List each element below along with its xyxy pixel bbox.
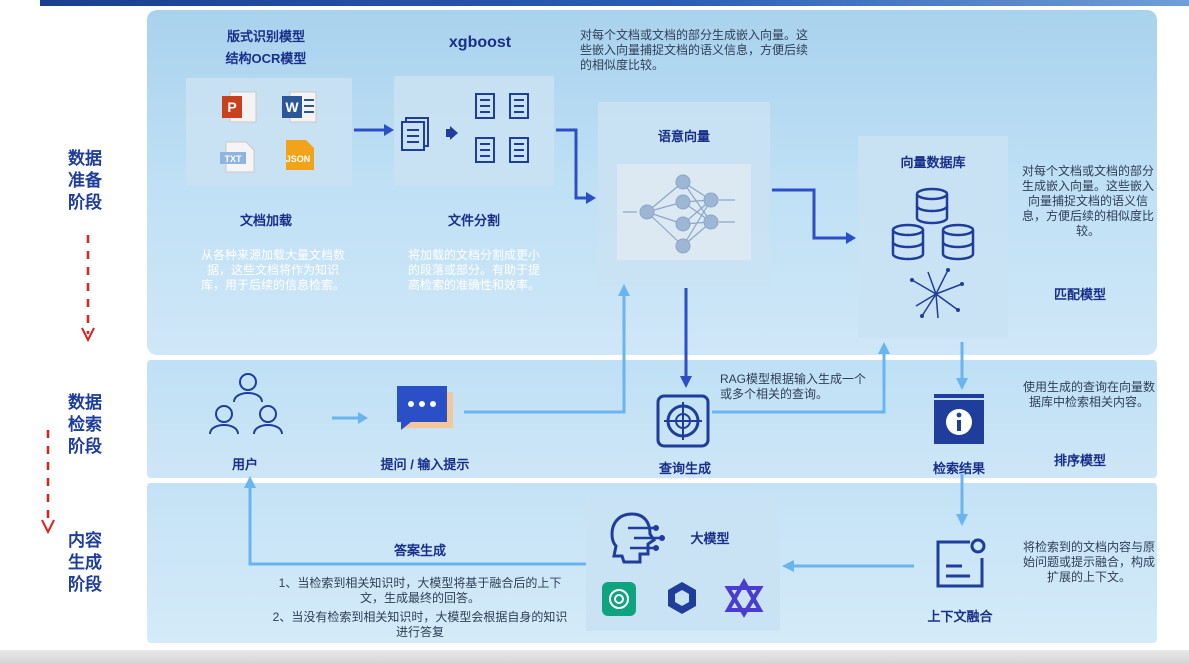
- query-generate-icon: [656, 394, 710, 448]
- ai-head-icon: [610, 512, 665, 564]
- arrow-user-to-prompt: [332, 412, 368, 424]
- doc-loading-title: 文档加载: [239, 213, 292, 228]
- ppt-file-icon: P: [222, 91, 257, 123]
- stage-retrieve-line1: 数据: [68, 393, 102, 412]
- file-split-desc: 将加载的文档分割成更小的段落或部分。有助于提高检索的准确性和效率。: [407, 248, 540, 292]
- word-icon-letter: W: [285, 99, 299, 115]
- users-icon: [209, 373, 283, 435]
- stage-label-retrieve: 数据 检索 阶段: [68, 392, 102, 458]
- chat-prompt-icon: [397, 386, 453, 430]
- top-accent-bar: [40, 0, 1189, 6]
- fusion-note: 将检索到的文档内容与原始问题或提示融合，构成扩展的上下文。: [1022, 540, 1155, 584]
- answer-note-1: 1、当检索到相关知识时，大模型将基于融合后的上下文，生成最终的回答。: [278, 576, 562, 605]
- doc-loading-card: [186, 78, 352, 186]
- stage-prep-line2: 准备: [68, 171, 102, 190]
- vector-db-title: 向量数据库: [900, 155, 966, 170]
- arrow-split-to-vector: [556, 128, 596, 204]
- doc-loading-desc: 从各种来源加载大量文档数据，这些文档将作为知识库，用于后续的信息检索。: [200, 248, 345, 292]
- file-split-title: 文件分割: [447, 213, 500, 228]
- bottom-bar: [0, 650, 1189, 663]
- word-file-icon: W: [282, 91, 317, 123]
- stage-generate-line2: 生成: [68, 553, 102, 572]
- arrow-query-to-db: [712, 342, 890, 414]
- query-note: RAG模型根据输入生成一个或多个相关的查询。: [720, 372, 867, 401]
- stage-prep-line3: 阶段: [68, 193, 102, 212]
- vector-db-card: [858, 136, 1008, 338]
- json-icon-label: JSON: [286, 154, 311, 164]
- query-generate-label: 查询生成: [658, 461, 711, 476]
- arrow-results-to-fusion: [956, 474, 968, 526]
- txt-icon-label: TXT: [225, 154, 243, 164]
- ppt-icon-letter: P: [227, 99, 236, 115]
- stage-generate-line1: 内容: [68, 531, 102, 550]
- vector-top-note: 对每个文档或文档的部分生成嵌入向量。这些嵌入向量捕捉文档的语义信息，方便后续的相…: [580, 28, 809, 72]
- user-label: 用户: [231, 457, 258, 472]
- stage-prep-line1: 数据: [68, 149, 102, 168]
- answer-note-2: 2、当没有检索到相关知识时，大模型会根据自身的知识进行答复: [272, 610, 568, 639]
- llm-label: 大模型: [690, 531, 730, 546]
- chatgpt-logo-icon: [602, 582, 636, 616]
- context-fusion-icon: [936, 538, 986, 588]
- stage-label-prep: 数据 准备 阶段: [68, 148, 102, 214]
- neural-network-icon: [617, 164, 751, 260]
- stage-retrieve-line2: 检索: [68, 415, 102, 434]
- stage-retrieve-line3: 阶段: [68, 437, 102, 456]
- database-icon: [891, 187, 975, 261]
- arrow-vector-to-query: [680, 288, 692, 388]
- vector-db-side-note: 对每个文档或文档的部分生成嵌入向量。这些嵌入向量捕捉文档的语义信息，方便后续的相…: [1022, 164, 1155, 238]
- info-results-icon: [934, 394, 984, 444]
- stage-arrow-prep-to-retrieve: [81, 235, 95, 343]
- match-model-label: 匹配模型: [1053, 287, 1106, 302]
- xgboost-label: xgboost: [448, 34, 512, 51]
- vector-burst-icon: [910, 268, 964, 319]
- arrow-load-to-split: [354, 124, 394, 136]
- results-note: 使用生成的查询在向量数据库中检索相关内容。: [1022, 380, 1155, 409]
- arrow-db-to-results: [956, 342, 968, 390]
- rank-model-label: 排序模型: [1053, 453, 1106, 468]
- tongyi-logo-icon: [724, 577, 764, 618]
- arrow-vector-to-db: [772, 188, 856, 244]
- ocr-model-label-2: 结构OCR模型: [225, 51, 307, 66]
- stage-generate-line3: 阶段: [68, 575, 102, 594]
- json-file-icon: JSON: [286, 140, 314, 170]
- txt-file-icon: TXT: [220, 141, 255, 173]
- arrow-prompt-to-vector: [464, 284, 630, 414]
- split-documents-icon: [401, 93, 529, 163]
- fusion-label: 上下文融合: [927, 609, 993, 624]
- retrieve-stage-band: [147, 360, 1157, 478]
- semantic-vector-title: 语意向量: [657, 129, 710, 144]
- arrow-llm-to-user: [244, 476, 586, 566]
- stage-arrow-retrieve-to-generate: [41, 430, 55, 535]
- prompt-label: 提问 / 输入提示: [380, 457, 470, 472]
- cube-logo-icon: [668, 582, 696, 614]
- stage-label-generate: 内容 生成 阶段: [68, 530, 102, 596]
- results-label: 检索结果: [932, 461, 985, 476]
- ocr-model-label-1: 版式识别模型: [226, 29, 305, 44]
- arrow-fusion-to-llm: [782, 560, 914, 572]
- answer-title: 答案生成: [393, 543, 446, 558]
